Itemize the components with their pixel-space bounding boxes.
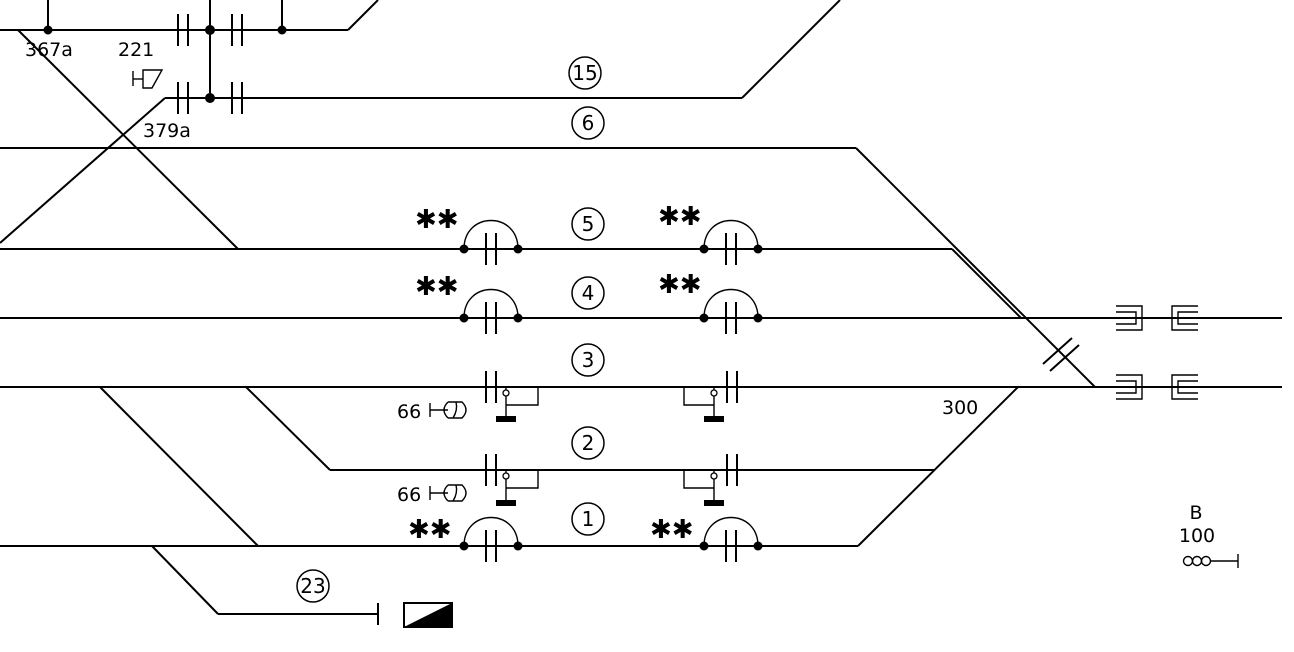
joints-with-bonds: ✱✱ ✱✱ ✱✱ ✱✱ ✱✱ ✱✱ — [408, 202, 763, 562]
track-number-23: 23 — [296, 569, 330, 603]
bonded-insulated-joint: ✱✱ — [658, 270, 763, 334]
label-66-track3: 66 — [397, 401, 421, 423]
track-15-diag — [741, 0, 841, 99]
track-numbers: 15 6 5 4 3 2 1 23 — [296, 56, 605, 603]
asterisk-marker: ✱✱ — [415, 272, 459, 302]
track-number-label: 1 — [582, 507, 595, 531]
asterisk-marker: ✱✱ — [408, 515, 452, 545]
diag-3-to-2 — [245, 386, 331, 471]
label-367a: 367a — [25, 39, 73, 61]
diag-3-to-1-a — [99, 386, 259, 547]
asterisk-marker: ✱✱ — [650, 515, 694, 545]
track-number-5: 5 — [571, 207, 605, 241]
diag-5-to-4-right — [951, 248, 1022, 319]
diag-1-to-23 — [151, 545, 219, 615]
label-221: 221 — [118, 39, 154, 61]
junction-dot — [277, 25, 287, 35]
diag-top-cross-b — [0, 97, 166, 244]
insulated-joint — [177, 82, 243, 114]
track-number-2: 2 — [571, 426, 605, 460]
signal-66-icon — [429, 401, 467, 419]
insulated-joint — [177, 14, 243, 46]
bonded-insulated-joint: ✱✱ — [408, 515, 523, 562]
track-number-label: 3 — [582, 348, 595, 372]
track-number-label: 2 — [582, 431, 595, 455]
bonded-insulated-joint: ✱✱ — [658, 202, 763, 265]
junction-dot — [43, 25, 53, 35]
track-top-diag — [347, 0, 379, 31]
bonded-insulated-joint: ✱✱ — [415, 205, 523, 265]
asterisk-marker: ✱✱ — [658, 202, 702, 232]
track-number-6: 6 — [571, 106, 605, 140]
track-number-label: 5 — [582, 212, 595, 236]
track-6-diag — [855, 147, 1096, 388]
diag-1-to-3-right — [857, 386, 1019, 547]
diag-top-cross-a — [17, 29, 239, 250]
track-number-label: 6 — [582, 111, 595, 135]
right-side-symbols — [403, 305, 1239, 628]
signal-joint-2-right — [683, 454, 738, 506]
label-100: 100 — [1179, 525, 1215, 547]
labels: 367a 221 379a 66 66 300 B 100 — [25, 39, 1215, 547]
coupling-icon — [1116, 305, 1198, 331]
bonded-insulated-joint: ✱✱ — [415, 272, 523, 334]
asterisk-marker: ✱✱ — [415, 205, 459, 235]
buffer-block-icon — [403, 602, 453, 628]
label-379a: 379a — [143, 120, 191, 142]
track-number-label: 15 — [572, 61, 597, 85]
end-signal-icon — [1182, 554, 1239, 568]
label-66-track2: 66 — [397, 484, 421, 506]
track-number-label: 4 — [582, 281, 595, 305]
bonded-insulated-joint: ✱✱ — [650, 515, 763, 562]
asterisk-marker: ✱✱ — [658, 270, 702, 300]
label-B: B — [1189, 502, 1202, 524]
track-number-15: 15 — [568, 56, 602, 90]
signal-joint-2-left — [485, 454, 539, 506]
track-number-label: 23 — [300, 574, 325, 598]
signal-joint-3-left — [485, 371, 539, 422]
label-300: 300 — [942, 397, 978, 419]
signal-66-icon — [429, 484, 467, 502]
tracks — [0, 0, 1282, 625]
crossovers — [0, 29, 1022, 615]
signal-joints — [429, 371, 738, 506]
track-number-3: 3 — [571, 343, 605, 377]
top-junction — [43, 0, 287, 114]
crossing-mark — [1042, 337, 1080, 372]
signal-221-icon — [132, 69, 164, 89]
coupling-icon — [1116, 374, 1198, 400]
track-number-1: 1 — [571, 502, 605, 536]
junction-dot — [205, 93, 215, 103]
junction-dot — [205, 25, 215, 35]
track-number-4: 4 — [571, 276, 605, 310]
signal-joint-3-right — [683, 371, 738, 422]
